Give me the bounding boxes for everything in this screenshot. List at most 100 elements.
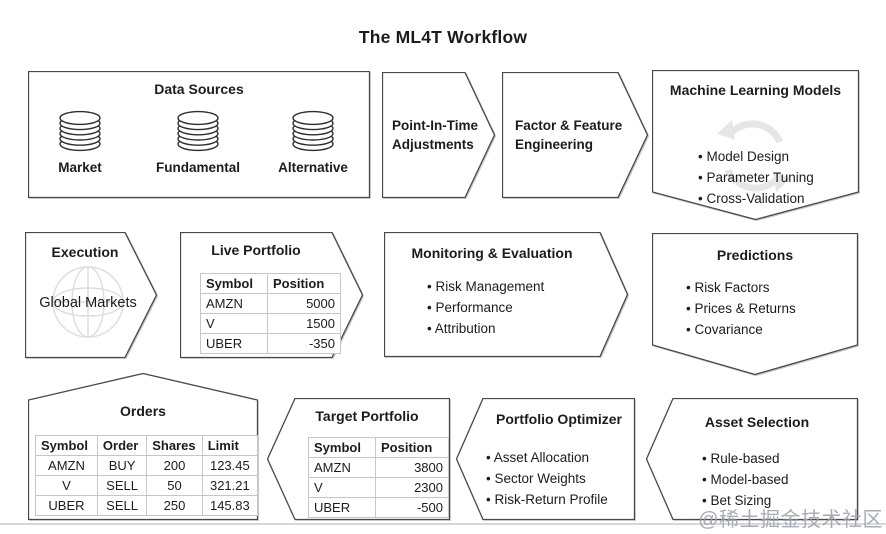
live-portfolio-table: Symbol Position AMZN 5000 V 1500 UBER -3… (200, 273, 341, 354)
table-cell: UBER (35, 495, 98, 516)
bullet-item: Risk Management (427, 276, 544, 297)
node-asset-selection: Asset Selection Rule-based Model-based B… (646, 398, 858, 520)
node-machine-learning-models: Machine Learning Models Model Design Par… (652, 70, 859, 220)
database-icon (177, 110, 219, 152)
data-source-fundamental: Fundamental (148, 107, 248, 175)
table-header: Position (267, 273, 341, 294)
node-portfolio-optimizer: Portfolio Optimizer Asset Allocation Sec… (456, 398, 635, 520)
orders-title: Orders (120, 403, 166, 419)
table-row: UBER -500 (308, 497, 449, 518)
watermark: @稀土掘金技术社区 (698, 509, 883, 531)
ml-models-title: Machine Learning Models (669, 82, 842, 98)
table-row: UBER SELL 250 145.83 (35, 495, 259, 516)
table-cell: 50 (146, 475, 203, 496)
table-cell: 5000 (267, 293, 341, 314)
node-execution: Execution Global Markets (25, 232, 157, 358)
table-header: Position (375, 437, 449, 458)
portfolio-optimizer-title: Portfolio Optimizer (496, 411, 622, 427)
bullet-item: Rule-based (702, 448, 789, 469)
node-target-portfolio: Target Portfolio Symbol Position AMZN 38… (267, 398, 450, 520)
data-sources-title: Data Sources (154, 81, 244, 97)
portfolio-optimizer-bullets: Asset Allocation Sector Weights Risk-Ret… (486, 447, 608, 510)
table-cell: 250 (146, 495, 203, 516)
table-cell: V (200, 313, 268, 334)
table-cell: SELL (96, 495, 148, 516)
bottom-divider (0, 523, 886, 525)
point-in-time-label: Point-In-Time Adjustments (392, 118, 478, 152)
table-header: Order (96, 435, 148, 456)
table-cell: SELL (96, 475, 148, 496)
bullet-item: Attribution (427, 318, 544, 339)
data-source-label: Fundamental (155, 160, 240, 175)
table-cell: AMZN (200, 293, 268, 314)
table-header: Limit (201, 435, 259, 456)
predictions-bullets: Risk Factors Prices & Returns Covariance (686, 277, 796, 340)
ml-models-bullets: Model Design Parameter Tuning Cross-Vali… (698, 146, 886, 209)
bullet-item: Bet Sizing (702, 490, 789, 511)
arrow-right-outline (25, 232, 157, 358)
table-header: Shares (146, 435, 203, 456)
node-factor-feature-engineering: Factor & Feature Engineering (502, 72, 648, 198)
table-cell: V (35, 475, 98, 496)
table-header: Symbol (308, 437, 376, 458)
table-cell: 3800 (375, 457, 449, 478)
table-cell: 1500 (267, 313, 341, 334)
table-cell: -350 (267, 333, 341, 354)
database-icon (292, 110, 334, 152)
table-cell: BUY (96, 455, 148, 476)
bullet-item: Risk-Return Profile (486, 489, 607, 510)
bullet-item: Covariance (686, 319, 796, 340)
target-portfolio-table: Symbol Position AMZN 3800 V 2300 UBER -5… (308, 437, 449, 518)
monitoring-bullets: Risk Management Performance Attribution (427, 276, 545, 339)
target-portfolio-title: Target Portfolio (315, 408, 419, 424)
table-cell: AMZN (35, 455, 98, 476)
globe-icon (52, 266, 124, 338)
table-cell: -500 (375, 497, 449, 518)
page-title: The ML4T Workflow (358, 27, 528, 47)
table-row: AMZN BUY 200 123.45 (35, 455, 259, 476)
bullet-item: Parameter Tuning (698, 167, 886, 188)
data-source-market: Market (35, 107, 125, 175)
node-monitoring-evaluation: Monitoring & Evaluation Risk Management … (384, 232, 628, 357)
asset-selection-bullets: Rule-based Model-based Bet Sizing (702, 448, 789, 511)
live-portfolio-title: Live Portfolio (211, 242, 301, 258)
factor-feature-label: Factor & Feature Engineering (515, 118, 623, 152)
table-row: V SELL 50 321.21 (35, 475, 259, 496)
arrow-right-outline (382, 72, 495, 198)
table-cell: UBER (200, 333, 268, 354)
data-source-label: Market (58, 160, 102, 175)
arrow-right-outline (502, 72, 648, 198)
monitoring-title: Monitoring & Evaluation (411, 245, 573, 261)
node-data-sources: Data Sources Market Fundamental (28, 71, 370, 198)
bullet-item: Cross-Validation (698, 188, 886, 209)
table-header-row: Symbol Position (200, 273, 341, 294)
data-source-alternative: Alternative (265, 107, 361, 175)
bullet-item: Sector Weights (486, 468, 608, 489)
bullet-item: Prices & Returns (686, 298, 795, 319)
table-cell: AMZN (308, 457, 376, 478)
data-source-label: Alternative (278, 160, 348, 175)
node-orders: Orders Symbol Order Shares Limit AMZN BU… (28, 373, 259, 520)
orders-table: Symbol Order Shares Limit AMZN BUY 200 1… (35, 435, 259, 516)
node-live-portfolio: Live Portfolio Symbol Position AMZN 5000… (180, 232, 363, 358)
table-row: AMZN 5000 (200, 293, 341, 314)
global-markets-label: Global Markets (39, 295, 137, 311)
asset-selection-title: Asset Selection (704, 414, 810, 430)
predictions-title: Predictions (716, 247, 794, 263)
bullet-item: Model Design (698, 146, 886, 167)
table-cell: 123.45 (201, 455, 259, 476)
table-cell: 321.21 (201, 475, 259, 496)
table-cell: 200 (146, 455, 203, 476)
table-header: Symbol (200, 273, 268, 294)
bullet-item: Risk Factors (686, 277, 796, 298)
table-row: V 1500 (200, 313, 341, 334)
bullet-item: Asset Allocation (486, 447, 608, 468)
table-cell: 2300 (375, 477, 449, 498)
bullet-item: Performance (427, 297, 544, 318)
table-header-row: Symbol Position (308, 437, 449, 458)
table-cell: UBER (308, 497, 376, 518)
execution-title: Execution (51, 244, 119, 260)
table-header-row: Symbol Order Shares Limit (35, 435, 259, 456)
bullet-item: Model-based (702, 469, 788, 490)
